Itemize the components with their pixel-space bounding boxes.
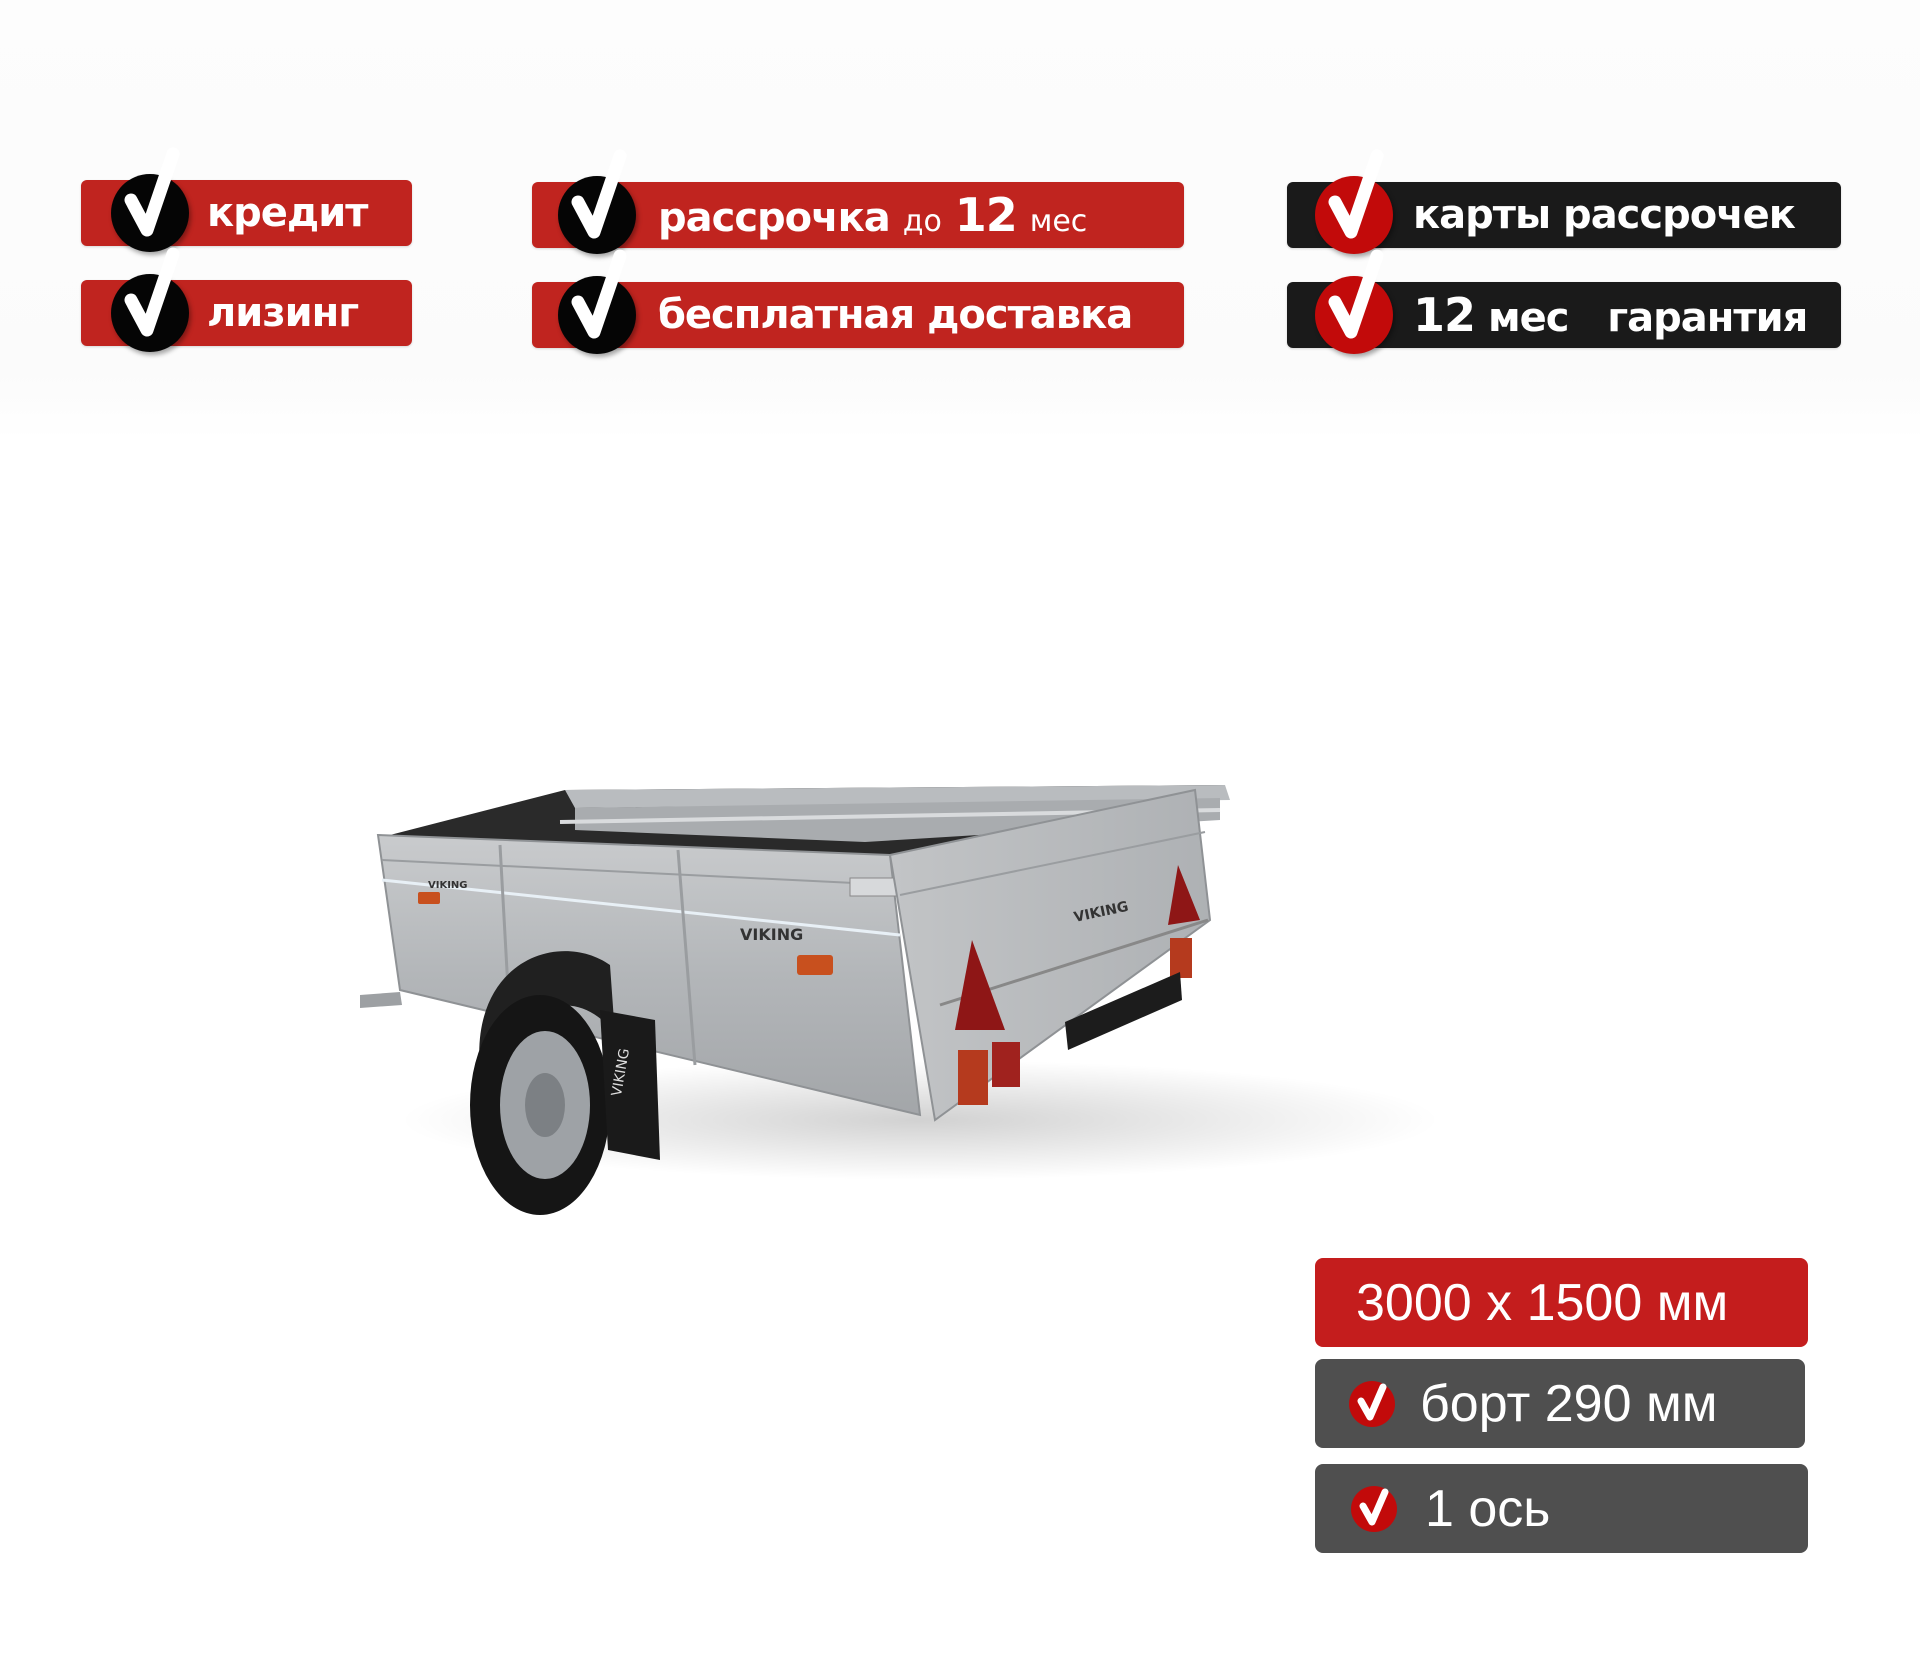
leasing-badge: лизинг [81, 247, 412, 352]
check-mark-icon [558, 249, 636, 354]
free-delivery-label: бесплатная доставка [658, 292, 1133, 338]
warranty-badge: 12 мес гарантия [1287, 249, 1841, 354]
credit-label: кредит [207, 190, 368, 236]
trailer-image: VIKING VIKING VIKING VIKING [360, 785, 1440, 1215]
side-height-badge: борт 290 мм [1315, 1359, 1805, 1448]
dimensions-badge: 3000 x 1500 мм [1315, 1258, 1808, 1347]
check-mark-icon [1351, 1485, 1397, 1532]
check-mark-icon [1315, 149, 1393, 254]
check-mark-icon [111, 147, 189, 252]
check-mark-icon [1315, 249, 1393, 354]
svg-text:VIKING: VIKING [740, 925, 803, 944]
free-delivery-badge: бесплатная доставка [532, 249, 1184, 354]
warranty-label: 12 мес гарантия [1413, 288, 1808, 342]
check-mark-icon [1349, 1380, 1395, 1427]
installment-badge: рассрочка до 12 мес [532, 149, 1184, 254]
side-height-value: борт 290 мм [1420, 1374, 1718, 1433]
leasing-label: лизинг [207, 290, 359, 336]
check-mark-icon [558, 149, 636, 254]
axles-value: 1 ось [1425, 1479, 1551, 1538]
credit-badge: кредит [81, 147, 412, 252]
installment-label: рассрочка до 12 мес [658, 188, 1088, 242]
check-mark-icon [111, 247, 189, 352]
dimensions-value: 3000 x 1500 мм [1356, 1273, 1729, 1332]
installment-cards-badge: карты рассрочек [1287, 149, 1841, 254]
svg-text:VIKING: VIKING [428, 880, 468, 891]
installment-cards-label: карты рассрочек [1413, 192, 1796, 238]
axles-badge: 1 ось [1315, 1464, 1808, 1553]
